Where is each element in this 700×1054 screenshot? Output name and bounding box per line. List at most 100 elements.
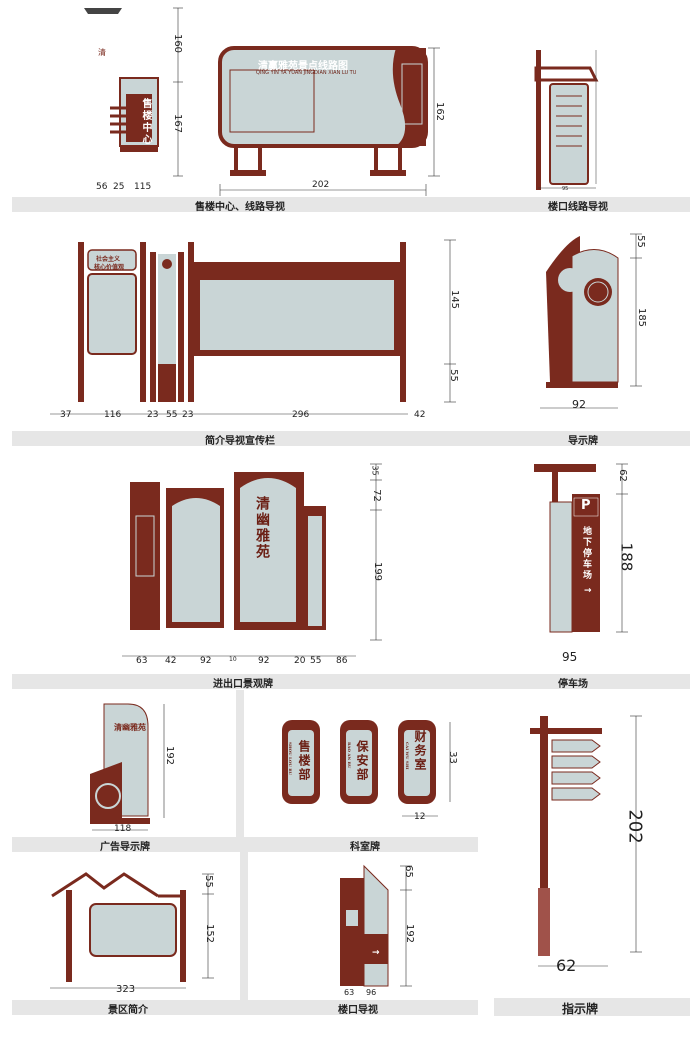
dimension-lines	[219, 47, 440, 196]
parking-label: 地下停车场	[581, 526, 591, 581]
dim-12: 12	[414, 812, 426, 822]
dim-192b: 192	[404, 923, 416, 944]
dimension-lines	[92, 704, 165, 831]
room-finance-pinyin: CAI WU SHI	[405, 742, 410, 770]
dim-92a: 92	[200, 656, 212, 666]
dim-25: 25	[113, 182, 125, 192]
dimension-lines	[50, 873, 214, 989]
dim-33: 33	[446, 751, 458, 764]
caption-parking: 停车场	[558, 679, 588, 690]
dimension-lines	[122, 463, 382, 657]
parking-arrow: →	[584, 586, 592, 596]
dim-162: 162	[434, 101, 446, 122]
caption-bar	[12, 837, 478, 852]
dimension-lines	[402, 722, 451, 817]
svg-text:清: 清	[98, 47, 107, 57]
dimension-lines	[444, 239, 456, 403]
dim-62b: 62	[556, 956, 577, 975]
brand-vertical: 清幽雅苑	[254, 496, 270, 560]
room-security-pinyin: BAO AN BU	[347, 742, 352, 769]
dim-86: 86	[336, 656, 348, 666]
route-map-title: 清赢雅苑景点线路图	[258, 61, 348, 72]
dim-55e: 55	[202, 875, 214, 888]
dim-95b: 95	[562, 650, 578, 664]
parking-sign	[534, 464, 600, 633]
dimension-lines	[173, 7, 183, 177]
room-sales: 售楼部	[297, 740, 311, 782]
dim-10: 10	[229, 656, 237, 663]
room-security: 保安部	[355, 740, 369, 782]
dim-115: 115	[134, 182, 152, 192]
ad-brand: 清幽雅苑	[114, 723, 146, 732]
caption-intro-board: 简介导视宣传栏	[205, 436, 275, 447]
dim-55b: 55	[447, 369, 459, 382]
dim-296: 296	[292, 410, 310, 420]
advertising-sign	[90, 703, 150, 824]
entrance-landscape-sign	[130, 472, 326, 630]
dim-202: 202	[312, 180, 330, 190]
dim-96: 96	[366, 988, 377, 997]
dim-23b: 23	[182, 410, 194, 420]
dim-42: 42	[414, 410, 426, 420]
intro-board-set	[78, 242, 406, 402]
dim-188: 188	[617, 542, 636, 572]
route-map-board	[218, 46, 428, 176]
dimension-lines	[616, 463, 628, 633]
core-values-line2: 核心价值观	[94, 264, 125, 271]
dim-56: 56	[96, 182, 108, 192]
dim-23a: 23	[147, 410, 159, 420]
dim-167: 167	[172, 113, 184, 134]
caption-guide-sign: 导示牌	[568, 436, 598, 447]
caption-bar	[494, 998, 690, 1016]
dim-92b: 92	[258, 656, 270, 666]
dim-55d: 55	[310, 656, 322, 666]
caption-bar	[12, 674, 690, 689]
caption-entrance: 进出口景观牌	[213, 679, 273, 690]
divider	[236, 690, 244, 840]
department-plates	[282, 720, 436, 804]
dim-63: 63	[136, 656, 148, 666]
dim-72: 72	[370, 489, 382, 502]
dim-323: 323	[116, 984, 136, 995]
dimension-lines	[540, 233, 642, 409]
dim-65: 65	[402, 865, 414, 878]
room-finance: 财务室	[413, 730, 427, 772]
room-sales-pinyin: SHOU LOU BU	[288, 742, 293, 776]
dim-160: 160	[172, 33, 184, 54]
dim-37: 37	[60, 410, 72, 420]
dimension-lines	[50, 413, 408, 415]
dim-199: 199	[372, 561, 384, 582]
caption-building-route: 楼口线路导视	[548, 202, 608, 213]
caption-advertising: 广告导示牌	[100, 842, 150, 853]
caption-building-entrance: 楼口导视	[338, 1005, 378, 1016]
caption-bar	[12, 431, 690, 446]
dim-20: 20	[294, 656, 306, 666]
sales-center-text: 售楼中心	[140, 98, 151, 146]
divider	[240, 852, 248, 1002]
building-route-sign	[534, 50, 599, 190]
building-entrance-guide	[340, 864, 389, 987]
dim-192: 192	[164, 745, 176, 766]
dim-55: 55	[166, 410, 178, 420]
caption-department: 科室牌	[350, 842, 380, 853]
dim-62: 62	[616, 469, 628, 482]
caption-sales-route: 售楼中心、线路导视	[195, 202, 285, 213]
dim-185: 185	[636, 307, 648, 328]
dim-92: 92	[572, 398, 586, 411]
caption-bar	[12, 1000, 478, 1015]
dimension-lines	[400, 865, 412, 987]
guide-sign	[546, 236, 619, 388]
caption-scenic-intro: 景区简介	[108, 1005, 148, 1016]
dim-63b: 63	[344, 988, 355, 997]
logo-mark	[84, 8, 122, 14]
caption-bar	[12, 197, 690, 212]
dim-95: 95	[562, 186, 569, 192]
sales-center-sign: 清	[98, 47, 159, 152]
dim-55c: 55	[634, 235, 646, 248]
dim-116: 116	[104, 410, 122, 420]
caption-direction: 指示牌	[562, 1002, 599, 1016]
dim-152: 152	[204, 923, 216, 944]
dim-35: 35	[370, 465, 380, 476]
dim-42b: 42	[165, 656, 177, 666]
dim-145: 145	[449, 289, 461, 310]
